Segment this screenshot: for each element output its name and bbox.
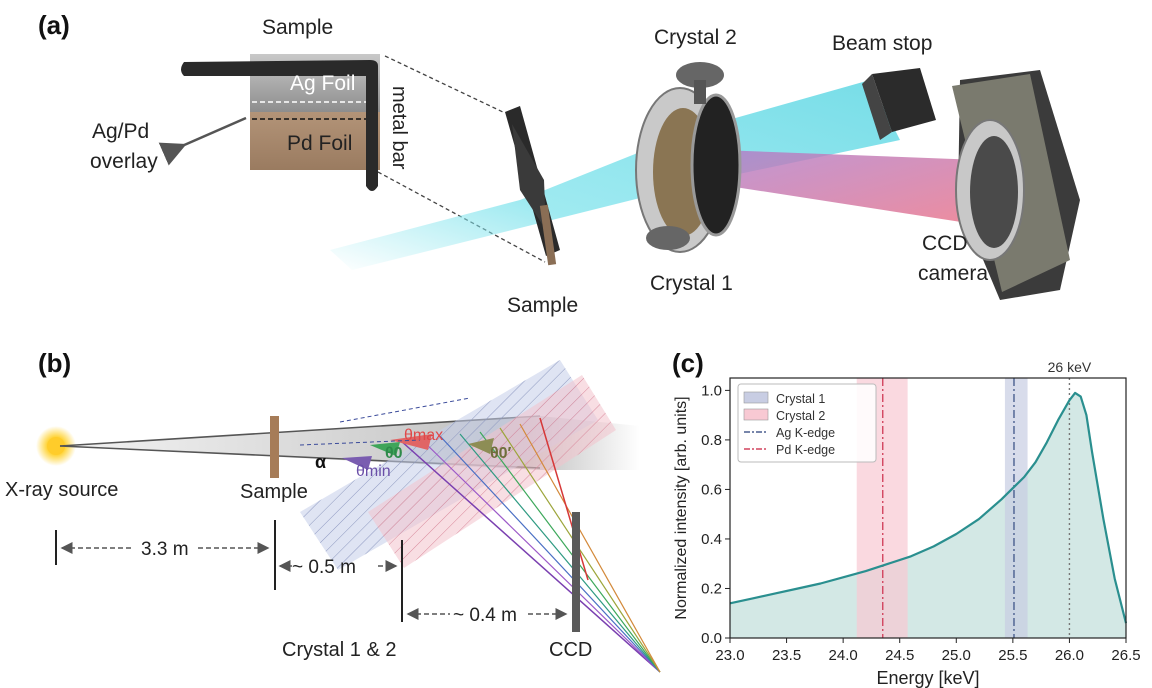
y-tick-label: 0.4 xyxy=(701,531,722,548)
xray-source-icon xyxy=(47,437,65,455)
beam-stop-label: Beam stop xyxy=(832,32,932,55)
pd-foil xyxy=(250,112,380,170)
alpha-label: α xyxy=(315,452,326,472)
ag-foil-label: Ag Foil xyxy=(290,72,355,95)
theta-max-label: θmax xyxy=(404,427,443,444)
theta-max-wedge xyxy=(390,434,432,450)
metal-bar-shape xyxy=(181,60,378,191)
ccd-label-line2: camera xyxy=(918,262,988,285)
sample-label-b: Sample xyxy=(240,481,308,503)
panel-c-label: (c) xyxy=(672,348,704,378)
x-tick-label: 26.5 xyxy=(1111,647,1140,664)
x-tick-label: 25.0 xyxy=(942,647,971,664)
sample-label-a: Sample xyxy=(507,294,578,317)
legend-box xyxy=(737,383,877,463)
panel-b-label: (b) xyxy=(38,348,71,378)
y-tick-label: 0.8 xyxy=(701,432,722,449)
distance-sample-crystal: ~ 0.5 m xyxy=(292,557,356,578)
legend-crystal-1-swatch xyxy=(743,391,769,404)
legend-crystal-2-swatch xyxy=(743,408,769,421)
y-tick-label: 0.0 xyxy=(701,630,722,647)
xray-source-label: X-ray source xyxy=(5,479,118,501)
overlay-label-line2: overlay xyxy=(90,150,158,173)
theta-0-prime-wedge xyxy=(468,438,494,454)
sample-plate xyxy=(270,416,279,478)
ccd-camera: CCD camera xyxy=(918,70,1080,300)
ccd-label-b: CCD xyxy=(549,639,592,661)
panel-c: (c) 23.0 23.5 24.0 24.5 25.0 25.5 26.0 26.5 0.0 0… xyxy=(672,348,1141,688)
peak-annotation: 26 keV xyxy=(1048,359,1092,375)
theta-0-wedge xyxy=(370,442,400,456)
legend-pd-k-edge-label: Pd K-edge xyxy=(776,443,835,457)
distance-crystal-ccd: ~ 0.4 m xyxy=(453,605,517,626)
crystals-label: Crystal 1 & 2 xyxy=(282,639,396,661)
theta-0-label: θ0 xyxy=(385,445,403,462)
crystal-1-mount xyxy=(646,226,690,250)
ccd-detector xyxy=(572,512,580,632)
legend-crystal-2-label: Crystal 2 xyxy=(776,409,825,423)
band-crystal-1 xyxy=(1004,378,1028,638)
crystal-2-ring xyxy=(690,93,742,237)
y-tick-label: 0.2 xyxy=(701,580,722,597)
overlay-label-line1: Ag/Pd xyxy=(92,120,149,143)
overlay-arrow xyxy=(158,116,247,166)
spectrum-chart: 23.0 23.5 24.0 24.5 25.0 25.5 26.0 26.5 0.0 0.2 0.… xyxy=(673,377,1141,688)
panel-b: (b) X-ray source Sample xyxy=(5,348,661,673)
x-tick-label: 23.5 xyxy=(772,647,801,664)
diffracted-beam xyxy=(720,150,1000,228)
crystal-assembly: Crystal 2 Crystal 1 xyxy=(635,26,742,295)
incident-beam xyxy=(330,80,900,270)
panel-a: (a) Sample Ag Foil Pd Foil metal bar Ag/… xyxy=(38,10,1080,317)
x-tick-label: 24.0 xyxy=(829,647,858,664)
x-tick-label: 24.5 xyxy=(885,647,914,664)
theta-min-label: θmin xyxy=(356,463,391,480)
crystal-2-mount xyxy=(676,62,724,88)
sample-holder: Sample xyxy=(505,106,578,317)
x-axis-label: Energy [keV] xyxy=(876,668,979,688)
x-tick-label: 23.0 xyxy=(715,647,744,664)
metal-bar-label: metal bar xyxy=(388,86,410,170)
x-tick-label: 25.5 xyxy=(998,647,1027,664)
x-tick-label: 26.0 xyxy=(1055,647,1084,664)
legend-ag-k-edge-label: Ag K-edge xyxy=(776,426,835,440)
legend-crystal-1-label: Crystal 1 xyxy=(776,392,825,406)
theta-min-wedge xyxy=(342,456,372,470)
plot-frame xyxy=(729,377,1127,639)
pd-foil-label: Pd Foil xyxy=(287,132,352,155)
spectrum-line xyxy=(729,391,1128,624)
inset-title: Sample xyxy=(262,16,333,39)
crystal-2-label: Crystal 2 xyxy=(654,26,737,49)
y-tick-label: 1.0 xyxy=(701,382,722,399)
crystal-1-label-a: Crystal 1 xyxy=(650,272,733,295)
distance-source-sample: 3.3 m xyxy=(141,539,189,560)
panel-a-label: (a) xyxy=(38,10,70,40)
zoom-line-top xyxy=(384,55,506,114)
theta-0-prime-label: θ0′ xyxy=(490,445,512,462)
sample-inset: Sample Ag Foil Pd Foil metal bar Ag/Pd o… xyxy=(90,16,546,263)
diffraction-fan xyxy=(399,417,661,673)
beam-stop: Beam stop xyxy=(832,32,936,140)
y-axis-label: Normalized intensity [arb. units] xyxy=(673,396,690,619)
y-tick-label: 0.6 xyxy=(701,481,722,498)
ccd-label-line1: CCD xyxy=(922,232,968,255)
